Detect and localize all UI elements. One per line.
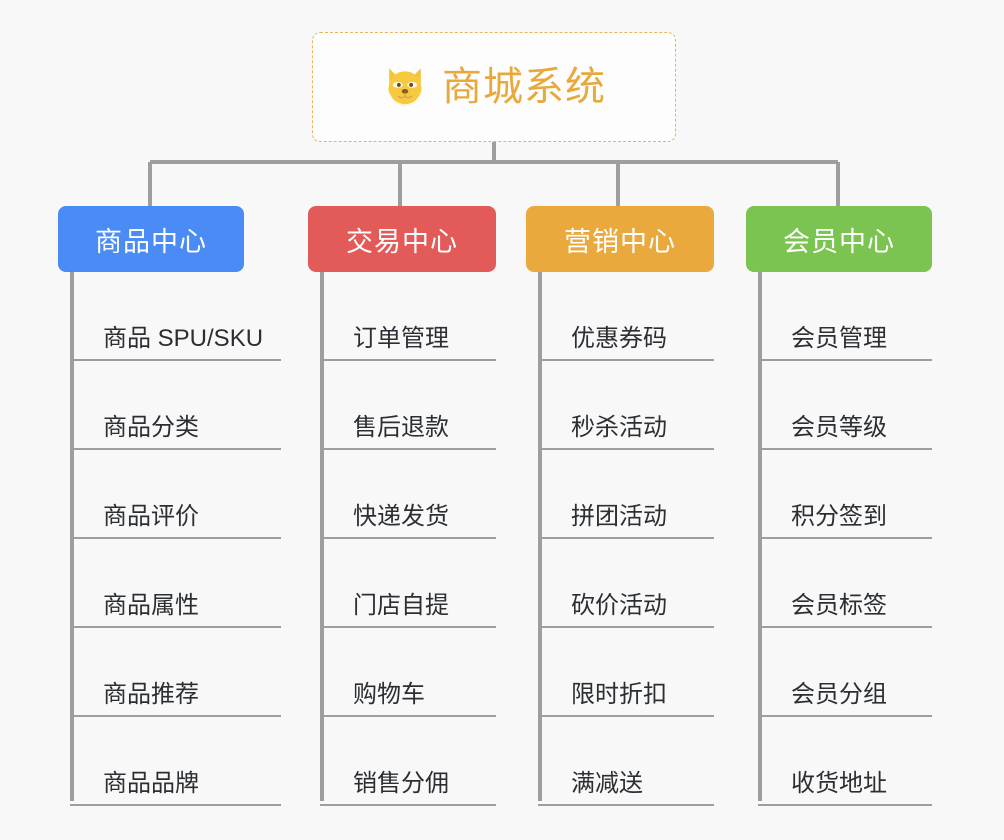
category-box[interactable]: 商品中心 [58, 206, 244, 272]
leaf-item[interactable]: 购物车 [320, 628, 496, 717]
leaf-item-label: 优惠券码 [571, 325, 667, 352]
branch-column: 营销中心优惠券码秒杀活动拼团活动砍价活动限时折扣满减送 [526, 206, 714, 806]
leaf-item-label: 拼团活动 [571, 503, 667, 530]
leaf-item[interactable]: 商品品牌 [70, 717, 282, 806]
leaf-item[interactable]: 商品分类 [70, 361, 282, 450]
leaf-item-label: 售后退款 [353, 414, 449, 441]
leaf-item-label: 限时折扣 [571, 681, 667, 708]
root-title: 商城系统 [442, 65, 606, 109]
leaf-item-label: 会员标签 [791, 592, 887, 619]
leaf-item[interactable]: 会员标签 [758, 539, 932, 628]
leaf-item[interactable]: 收货地址 [758, 717, 932, 806]
leaf-list: 优惠券码秒杀活动拼团活动砍价活动限时折扣满减送 [526, 272, 714, 806]
category-label: 交易中心 [346, 226, 458, 257]
leaf-item-label: 快递发货 [353, 503, 449, 530]
category-box[interactable]: 交易中心 [308, 206, 496, 272]
leaf-item-label: 收货地址 [791, 770, 887, 797]
leaf-item[interactable]: 商品推荐 [70, 628, 282, 717]
leaf-item-label: 商品推荐 [103, 681, 199, 708]
leaf-item-label: 秒杀活动 [571, 414, 667, 441]
leaf-item-label: 销售分佣 [353, 770, 449, 797]
leaf-item[interactable]: 销售分佣 [320, 717, 496, 806]
leaf-item-label: 商品 SPU/SKU [103, 325, 264, 352]
leaf-item-label: 砍价活动 [571, 592, 667, 619]
leaf-item-label: 订单管理 [353, 325, 449, 352]
leaf-item[interactable]: 拼团活动 [538, 450, 714, 539]
leaf-item[interactable]: 积分签到 [758, 450, 932, 539]
leaf-item[interactable]: 商品 SPU/SKU [70, 272, 282, 361]
leaf-item[interactable]: 售后退款 [320, 361, 496, 450]
leaf-item-label: 商品属性 [103, 592, 199, 619]
leaf-item[interactable]: 门店自提 [320, 539, 496, 628]
category-label: 营销中心 [564, 226, 676, 257]
branch-column: 会员中心会员管理会员等级积分签到会员标签会员分组收货地址 [746, 206, 932, 806]
leaf-item[interactable]: 会员分组 [758, 628, 932, 717]
leaf-list: 订单管理售后退款快递发货门店自提购物车销售分佣 [308, 272, 496, 806]
leaf-item[interactable]: 优惠券码 [538, 272, 714, 361]
category-label: 会员中心 [783, 226, 895, 257]
root-node[interactable]: 商城系统 [312, 32, 676, 142]
leaf-item-label: 商品品牌 [103, 770, 199, 797]
leaf-item[interactable]: 订单管理 [320, 272, 496, 361]
leaf-list: 商品 SPU/SKU 商品分类商品评价商品属性商品推荐商品品牌 [58, 272, 282, 806]
leaf-item[interactable]: 商品评价 [70, 450, 282, 539]
leaf-item[interactable]: 会员等级 [758, 361, 932, 450]
leaf-item[interactable]: 限时折扣 [538, 628, 714, 717]
leaf-item[interactable]: 砍价活动 [538, 539, 714, 628]
category-box[interactable]: 营销中心 [526, 206, 714, 272]
leaf-item-label: 会员分组 [791, 681, 887, 708]
leaf-item-label: 门店自提 [353, 592, 449, 619]
category-label: 商品中心 [95, 226, 207, 257]
leaf-item-label: 会员管理 [791, 325, 887, 352]
leaf-item-label: 商品分类 [103, 414, 199, 441]
dog-face-icon [388, 68, 422, 108]
leaf-item[interactable]: 秒杀活动 [538, 361, 714, 450]
leaf-item[interactable]: 快递发货 [320, 450, 496, 539]
leaf-item[interactable]: 会员管理 [758, 272, 932, 361]
leaf-item-label: 商品评价 [103, 503, 199, 530]
branch-column: 交易中心订单管理售后退款快递发货门店自提购物车销售分佣 [308, 206, 496, 806]
leaf-item[interactable]: 满减送 [538, 717, 714, 806]
leaf-item[interactable]: 商品属性 [70, 539, 282, 628]
leaf-item-label: 积分签到 [791, 503, 887, 530]
category-box[interactable]: 会员中心 [746, 206, 932, 272]
leaf-item-label: 满减送 [571, 770, 643, 797]
leaf-item-label: 购物车 [353, 681, 425, 708]
leaf-list: 会员管理会员等级积分签到会员标签会员分组收货地址 [746, 272, 932, 806]
leaf-item-label: 会员等级 [791, 414, 887, 441]
branch-column: 商品中心商品 SPU/SKU 商品分类商品评价商品属性商品推荐商品品牌 [58, 206, 282, 806]
